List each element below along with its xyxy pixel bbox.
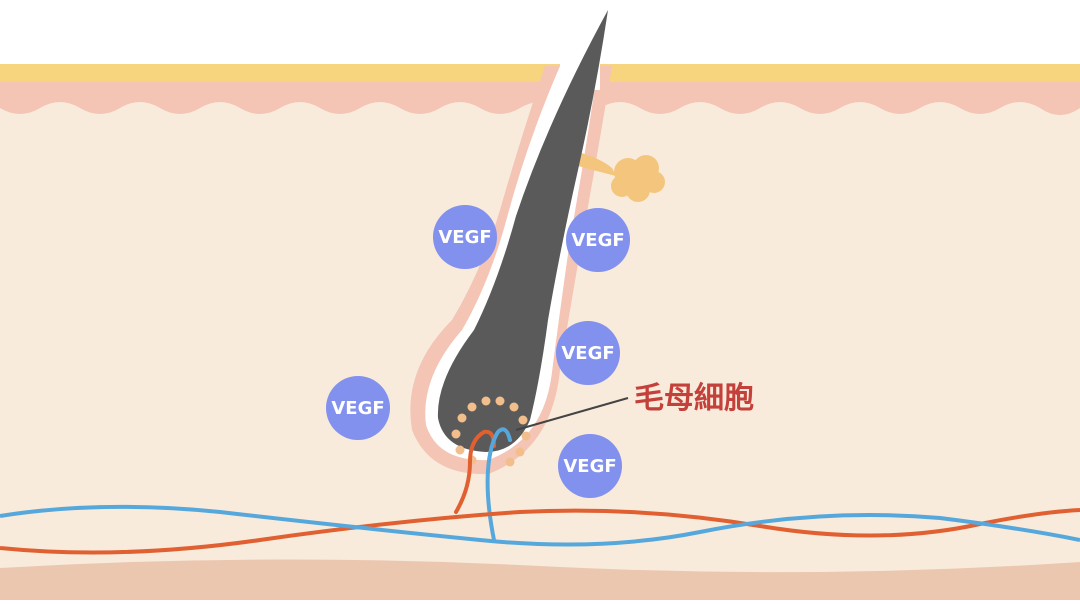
artery-vessel — [0, 508, 1080, 555]
vegf-label: VEGF — [438, 227, 491, 248]
vegf-circle — [433, 205, 497, 269]
artery-capillary — [454, 429, 496, 514]
vegf-markers: VEGF VEGF VEGF VEGF VEGF — [326, 205, 630, 498]
matrix-callout-line — [515, 397, 629, 431]
vein-vessel — [0, 504, 1080, 547]
sebaceous-gland — [611, 155, 665, 202]
stratum-corneum-layer — [0, 64, 1080, 84]
vegf-marker: VEGF — [326, 376, 390, 440]
hair-shaft — [437, 10, 608, 452]
hair-matrix-cells — [451, 396, 531, 467]
vegf-marker: VEGF — [433, 205, 497, 269]
vegf-marker: VEGF — [558, 434, 622, 498]
vein-capillary — [485, 427, 512, 542]
vegf-marker: VEGF — [556, 321, 620, 385]
vegf-circle — [558, 434, 622, 498]
vegf-label: VEGF — [561, 343, 614, 364]
vegf-marker: VEGF — [566, 208, 630, 272]
vegf-circle — [566, 208, 630, 272]
hair-matrix-label: 毛母細胞 — [634, 381, 754, 416]
subcutis-layer — [0, 559, 1080, 600]
vegf-circle — [556, 321, 620, 385]
vegf-label: VEGF — [571, 230, 624, 251]
sebaceous-duct — [578, 152, 616, 176]
vegf-circle — [326, 376, 390, 440]
vegf-label: VEGF — [563, 456, 616, 477]
vegf-label: VEGF — [331, 398, 384, 419]
